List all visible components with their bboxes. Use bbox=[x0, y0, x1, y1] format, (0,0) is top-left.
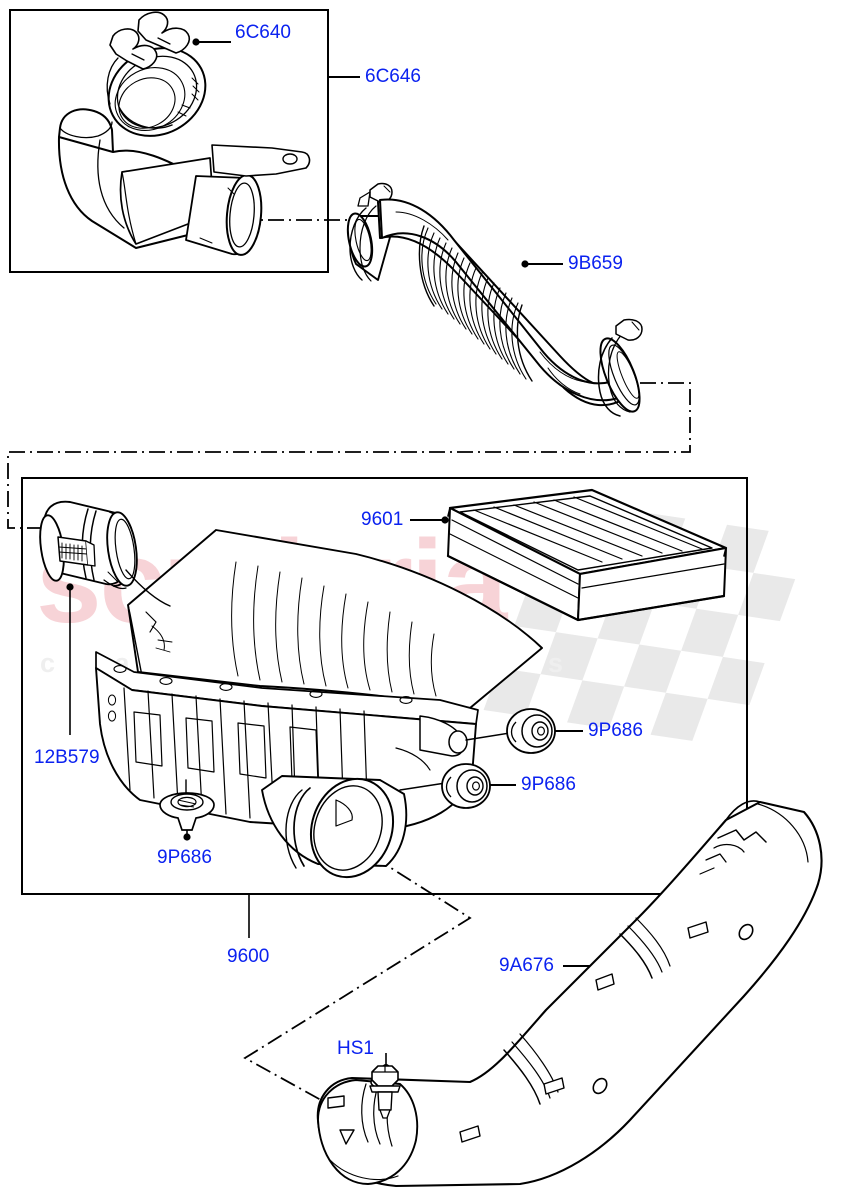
hose-tube bbox=[379, 198, 619, 402]
upper-assembly-box bbox=[9, 9, 329, 273]
mounting-grommet-right-upper bbox=[506, 708, 556, 754]
fastener-bolt bbox=[369, 1065, 401, 1119]
fastener-label: HS1 bbox=[337, 1038, 374, 1059]
hose-bellows bbox=[418, 225, 533, 382]
air-cleaner-housing bbox=[95, 529, 543, 879]
hose-clamp-6C640 bbox=[106, 11, 207, 137]
hose-lower-cuff bbox=[597, 318, 643, 417]
mass-air-flow-sensor bbox=[39, 500, 138, 590]
air-cleaner-assembly-label: 9600 bbox=[227, 946, 270, 967]
air-cleaner-outlet-hose bbox=[346, 182, 643, 417]
grommet-label-right-upper: 9P686 bbox=[588, 720, 643, 741]
turbocharger-inlet-pipe bbox=[57, 11, 311, 256]
mass-air-flow-sensor-label: 12B579 bbox=[34, 747, 100, 768]
lower-assembly-box bbox=[21, 477, 748, 895]
air-intake-duct-label: 9A676 bbox=[499, 955, 554, 976]
air-filter-element-label: 9601 bbox=[361, 509, 404, 530]
turbo-inlet-pipe-label: 6C646 bbox=[365, 66, 421, 87]
assembly-connection-lines bbox=[7, 219, 691, 1106]
clamp-label: 6C640 bbox=[235, 22, 291, 43]
air-filter-element bbox=[446, 488, 728, 622]
grommet-label-right-lower: 9P686 bbox=[521, 774, 576, 795]
air-intake-hose-label: 9B659 bbox=[568, 253, 623, 274]
inlet-pipe-body bbox=[57, 108, 311, 256]
mounting-grommet-bottom bbox=[159, 792, 215, 831]
grommet-label-bottom: 9P686 bbox=[157, 847, 212, 868]
mounting-grommet-right-lower bbox=[441, 763, 491, 809]
